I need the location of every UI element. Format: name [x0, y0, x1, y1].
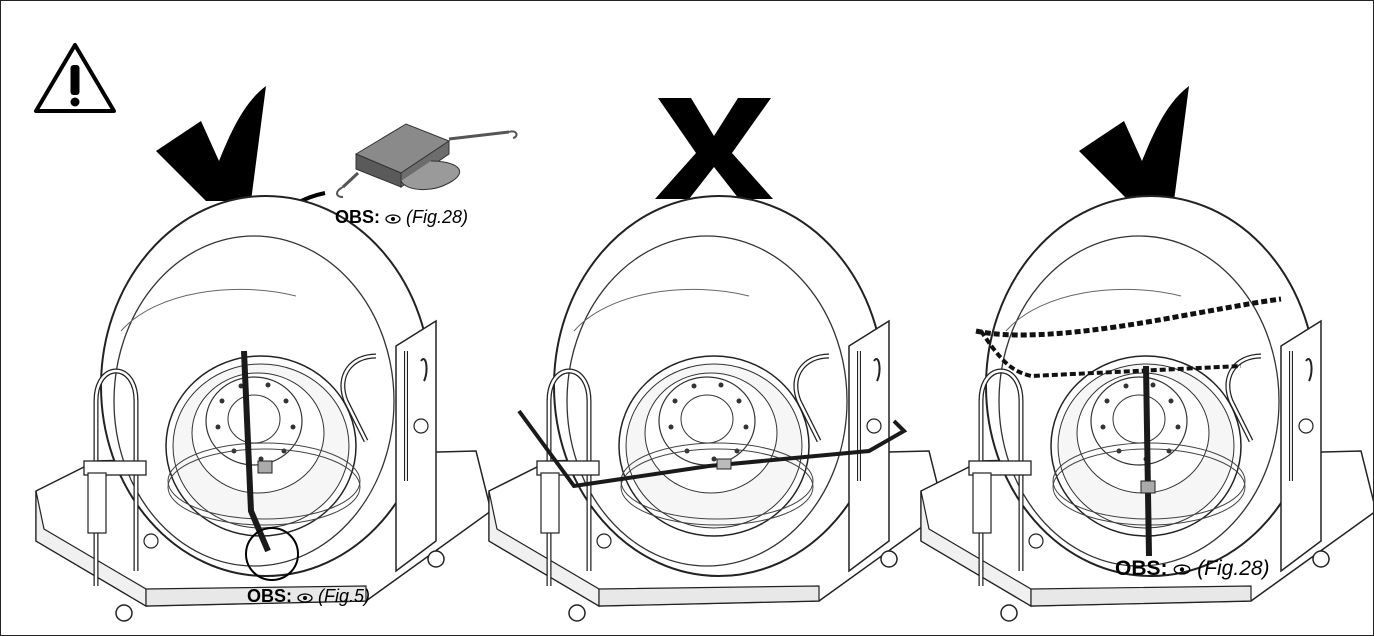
eye-icon — [385, 208, 401, 229]
panel-correct-strap — [36, 196, 491, 621]
eye-icon — [297, 587, 313, 608]
panel-3-note-prefix: OBS: — [1115, 557, 1168, 580]
checkmark-icon — [1079, 86, 1189, 201]
checkmark-icon — [156, 86, 266, 201]
panel-3-note: OBS: (Fig.28) — [1115, 557, 1270, 581]
strap-callout-prefix: OBS: — [335, 207, 380, 227]
panel-3-note-ref: (Fig.28) — [1197, 557, 1270, 580]
panel-1-note-prefix: OBS: — [247, 586, 292, 606]
strap-callout: OBS: (Fig.28) — [335, 207, 468, 229]
warning-triangle-icon — [34, 43, 116, 113]
ratchet-strap-illustration — [336, 123, 518, 198]
panel-correct-chain — [921, 196, 1373, 621]
eye-icon — [1173, 557, 1191, 581]
panel-incorrect-strap — [489, 196, 944, 621]
cross-icon — [655, 98, 773, 199]
panel-1-note: OBS: (Fig.5) — [247, 586, 370, 608]
panel-1-note-ref: (Fig.5) — [318, 586, 371, 606]
strap-callout-ref: (Fig.28) — [406, 207, 469, 227]
